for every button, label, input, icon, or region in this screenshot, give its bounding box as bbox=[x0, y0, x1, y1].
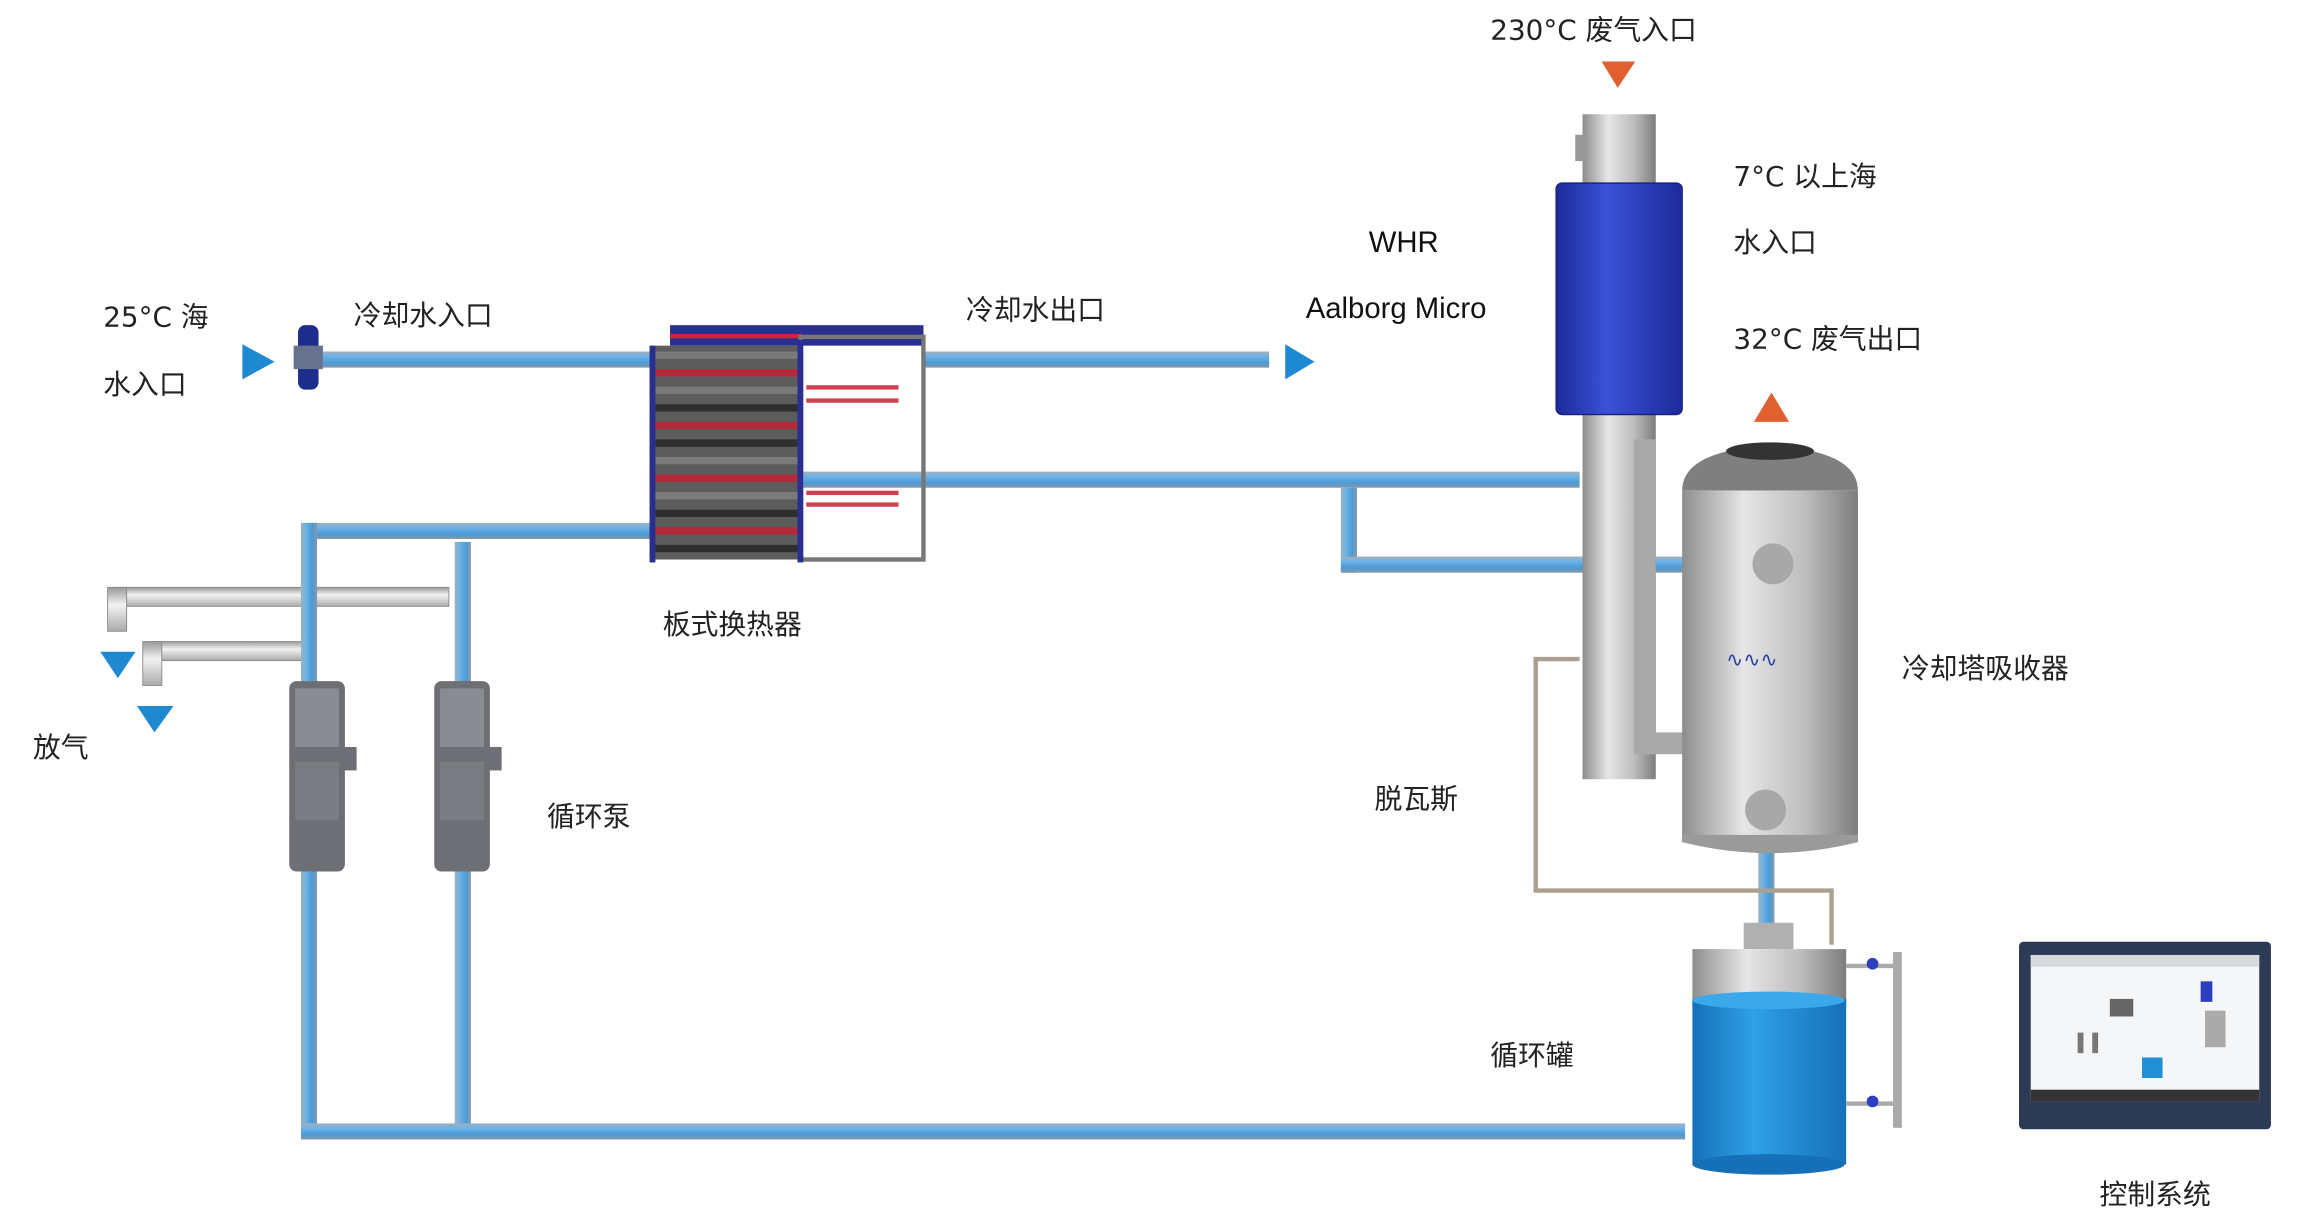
plate-heat-exchanger bbox=[649, 325, 926, 563]
cooling-water-outlet-arrow bbox=[1285, 344, 1315, 380]
heat-exchanger-plate bbox=[655, 369, 799, 377]
heat-exchanger-plate bbox=[655, 474, 799, 482]
vent-arrow-1 bbox=[100, 651, 136, 679]
vent-pipes bbox=[107, 586, 450, 686]
circulation-tank-label: 循环罐 bbox=[1490, 1039, 1573, 1072]
svg-text:∿∿∿: ∿∿∿ bbox=[1726, 647, 1778, 671]
heat-exchanger-plate bbox=[655, 351, 799, 359]
cooling-water-inlet-label: 冷却水入口 bbox=[354, 299, 493, 332]
heat-exchanger-plate bbox=[655, 527, 799, 535]
circulation-pump-2 bbox=[434, 681, 502, 872]
heat-exchanger-plate bbox=[655, 492, 799, 500]
heat-exchanger-plate bbox=[655, 421, 799, 430]
exhaust-inlet-arrow bbox=[1601, 61, 1636, 88]
seawater-7c-label-line2: 水入口 bbox=[1733, 226, 1816, 259]
heat-exchanger-plate bbox=[655, 456, 799, 465]
whr-label-line2: Aalborg Micro bbox=[1306, 292, 1487, 325]
vent-arrow-2 bbox=[136, 705, 174, 733]
cooling-tower-label: 冷却塔吸收器 bbox=[1902, 652, 2069, 685]
degassing-label: 脱瓦斯 bbox=[1375, 782, 1458, 815]
seawater-inlet-arrow bbox=[242, 344, 275, 380]
plate-heat-exchanger-label: 板式换热器 bbox=[663, 608, 802, 641]
heat-exchanger-plate bbox=[655, 509, 799, 518]
degassing-line bbox=[1533, 656, 1834, 945]
control-system-label: 控制系统 bbox=[2100, 1178, 2211, 1211]
exhaust-outlet-label: 32°C 废气出口 bbox=[1733, 323, 1922, 356]
control-system-monitor[interactable] bbox=[2019, 941, 2271, 1130]
seawater-25c-label-line1: 25°C 海 bbox=[103, 301, 208, 334]
heat-exchanger-plate bbox=[655, 544, 799, 553]
heat-exchanger-plate bbox=[655, 404, 799, 412]
exhaust-inlet-label: 230°C 废气入口 bbox=[1490, 14, 1697, 47]
heat-exchanger-plate bbox=[655, 386, 799, 394]
whr-aalborg-micro bbox=[1555, 114, 1686, 780]
seawater-25c-label-line2: 水入口 bbox=[103, 368, 186, 401]
seawater-7c-label-line1: 7°C 以上海 bbox=[1733, 160, 1876, 193]
circulation-pump-label: 循环泵 bbox=[547, 800, 630, 833]
water-piping bbox=[300, 351, 1775, 1140]
whr-label-line1: WHR bbox=[1369, 226, 1439, 259]
inlet-valve[interactable] bbox=[293, 325, 323, 390]
vent-label: 放气 bbox=[33, 731, 89, 764]
heat-exchanger-plate bbox=[655, 439, 799, 447]
cooling-water-outlet-label: 冷却水出口 bbox=[966, 293, 1105, 326]
cooling-tower-absorber: ∿∿∿ bbox=[1682, 442, 1858, 854]
exhaust-outlet-arrow bbox=[1753, 392, 1790, 422]
circulation-tank bbox=[1692, 922, 1902, 1175]
circulation-pump-1 bbox=[289, 681, 357, 872]
